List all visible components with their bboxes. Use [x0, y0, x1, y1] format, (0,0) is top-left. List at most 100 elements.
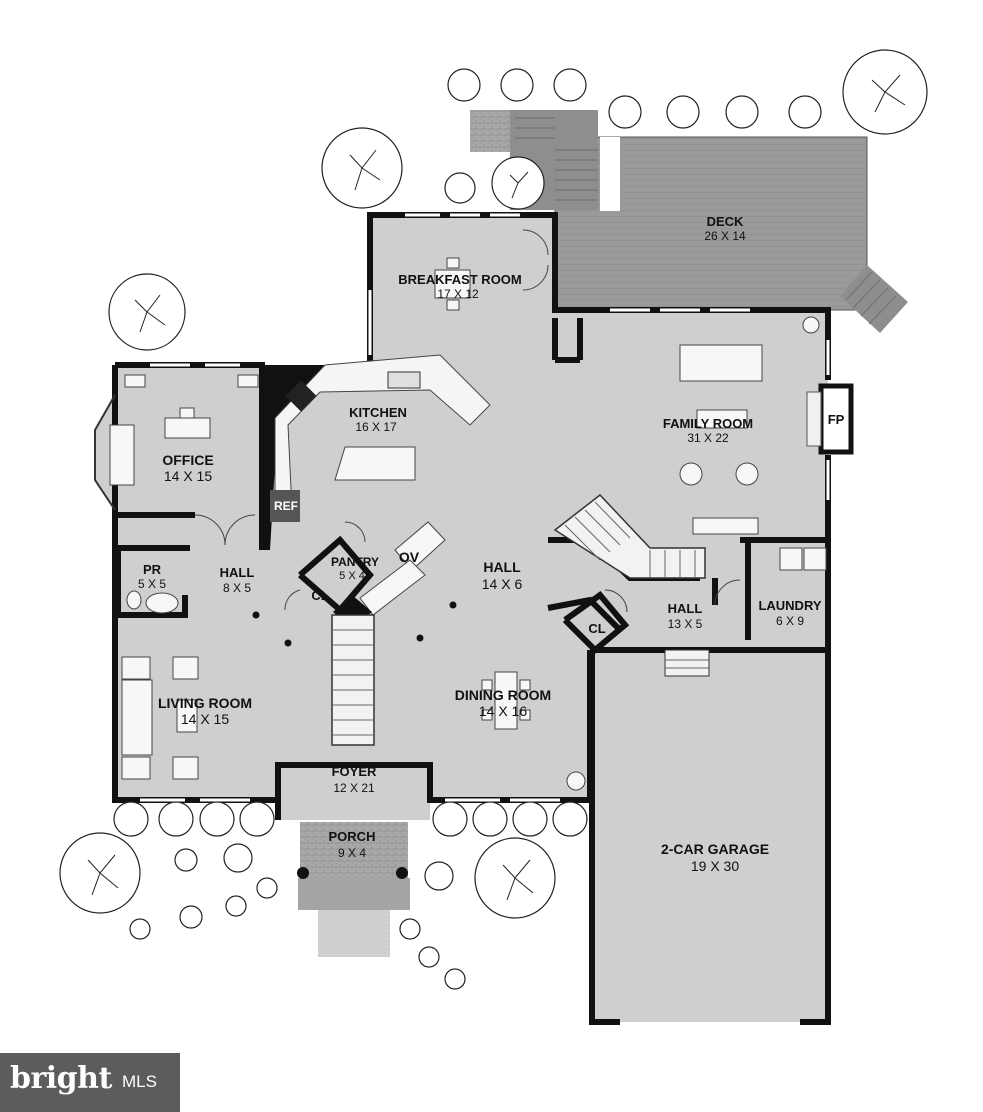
room-name-laundry: LAUNDRY — [758, 598, 821, 613]
tree-icon — [225, 895, 247, 917]
closet-label-2: CL — [588, 621, 605, 636]
landscape-trees — [59, 49, 928, 990]
tree-icon — [500, 68, 534, 102]
walls — [112, 212, 831, 1025]
tree-icon — [108, 273, 186, 351]
tree-icon — [553, 68, 587, 102]
porch-column-left — [297, 867, 309, 879]
deck-stairs-right — [840, 265, 908, 333]
tree-icon — [552, 801, 588, 837]
room-dim-foyer: 12 X 21 — [333, 781, 375, 795]
room-name-garage: 2-CAR GARAGE — [661, 841, 769, 857]
tree-icon — [59, 832, 141, 914]
room-name-living: LIVING ROOM — [158, 695, 252, 711]
room-dim-hall-1: 8 X 5 — [223, 581, 251, 595]
kitchen-dark-wall — [262, 365, 325, 550]
tree-icon — [474, 837, 556, 919]
tree-icon — [399, 918, 421, 940]
tree-icon — [725, 95, 759, 129]
rear-stairs — [553, 493, 706, 579]
tree-icon — [223, 843, 253, 873]
ceiling-lights — [252, 601, 457, 647]
fireplace — [806, 383, 854, 455]
room-name-pantry: PANTRY — [331, 555, 379, 569]
tree-icon — [491, 156, 545, 210]
kitchen-island — [334, 446, 416, 481]
brand-name: bright — [10, 1061, 112, 1096]
room-dim-laundry: 6 X 9 — [776, 614, 804, 628]
tree-icon — [447, 68, 481, 102]
brick-pad — [470, 110, 510, 152]
room-labels: DECK 26 X 14 BREAKFAST ROOM 17 X 12 KITC… — [138, 214, 845, 874]
room-name-hall-2: HALL — [483, 559, 521, 575]
tree-icon — [113, 801, 149, 837]
room-dim-breakfast: 17 X 12 — [437, 287, 479, 301]
tree-icon — [256, 877, 278, 899]
kitchen-fixtures — [270, 354, 491, 522]
room-dim-hall-3: 13 X 5 — [668, 617, 703, 631]
tree-icon — [239, 801, 275, 837]
tree-icon — [444, 968, 466, 990]
closet-label-1: CL — [311, 588, 328, 603]
cooktop — [285, 380, 317, 412]
windows — [140, 213, 830, 802]
porch-column-right — [396, 867, 408, 879]
tree-icon — [199, 801, 235, 837]
furniture — [109, 257, 827, 791]
tree-icon — [158, 801, 194, 837]
room-dim-dining: 14 X 16 — [479, 703, 527, 719]
oven-label: OV — [399, 549, 420, 565]
porch-step — [298, 878, 410, 910]
room-name-porch: PORCH — [329, 829, 376, 844]
room-name-deck: DECK — [707, 214, 744, 229]
room-dim-porch: 9 X 4 — [338, 846, 366, 860]
tree-icon — [179, 905, 203, 929]
tree-icon — [444, 172, 476, 204]
tree-icon — [512, 801, 548, 837]
floor-areas — [95, 215, 828, 1022]
room-dim-pr: 5 X 5 — [138, 577, 166, 591]
room-dim-kitchen: 16 X 17 — [355, 420, 397, 434]
tree-icon — [424, 861, 454, 891]
room-dim-garage: 19 X 30 — [691, 858, 739, 874]
tree-icon — [129, 918, 151, 940]
ref-label: REF — [274, 499, 298, 513]
room-dim-living: 14 X 15 — [181, 711, 229, 727]
fridge — [270, 490, 300, 522]
room-name-pr: PR — [143, 562, 162, 577]
room-name-hall-1: HALL — [220, 565, 255, 580]
tree-icon — [432, 801, 468, 837]
room-name-breakfast: BREAKFAST ROOM — [398, 272, 522, 287]
doors — [194, 229, 741, 613]
tree-icon — [842, 49, 928, 135]
tree-icon — [418, 946, 440, 968]
tree-icon — [788, 95, 822, 129]
office-bay-window — [94, 394, 116, 511]
garage-steps — [664, 649, 710, 677]
tree-icon — [174, 848, 198, 872]
sink — [387, 371, 421, 389]
tree-icon — [666, 95, 700, 129]
room-name-hall-3: HALL — [668, 601, 703, 616]
room-dim-pantry: 5 X 4 — [339, 570, 365, 582]
deck — [470, 110, 908, 333]
room-dim-deck: 26 X 14 — [704, 229, 746, 243]
room-dim-office: 14 X 15 — [164, 468, 212, 484]
tree-icon — [608, 95, 642, 129]
room-dim-hall-2: 14 X 6 — [482, 576, 523, 592]
brand-suffix: MLS — [122, 1072, 157, 1091]
main-stairs — [331, 614, 375, 746]
tree-icon — [321, 127, 403, 209]
kitchen-counter — [274, 354, 491, 511]
fireplace-label: FP — [828, 412, 845, 427]
room-name-dining: DINING ROOM — [455, 687, 551, 703]
room-dim-family: 31 X 22 — [687, 431, 729, 445]
room-name-office: OFFICE — [162, 452, 213, 468]
front-walk — [318, 910, 390, 957]
tree-icon — [472, 801, 508, 837]
brand-logo: bright MLS — [0, 1053, 180, 1112]
room-name-kitchen: KITCHEN — [349, 405, 407, 420]
room-name-family: FAMILY ROOM — [663, 416, 753, 431]
room-name-foyer: FOYER — [332, 764, 377, 779]
